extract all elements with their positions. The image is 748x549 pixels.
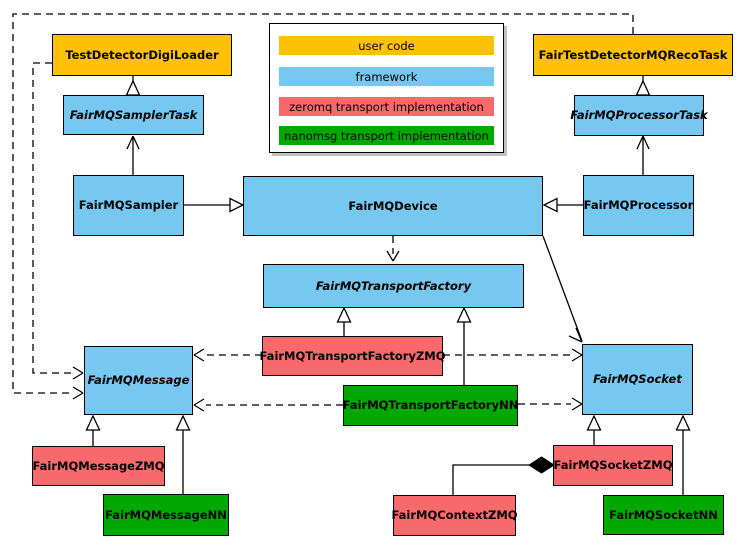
edge-factorynn-message (193, 398, 343, 412)
edge-sampler-samplertask (126, 135, 140, 175)
legend-item-nanomsg: nanomsg transport implementation (279, 126, 494, 145)
node-fairmqdevice: FairMQDevice (243, 176, 543, 236)
node-testdetectordigiloader: TestDetectorDigiLoader (52, 34, 232, 76)
node-fairmqcontextzmq: FairMQContextZMQ (391, 495, 518, 536)
node-fairmqmessagenn: FairMQMessageNN (103, 494, 229, 536)
edge-socketnn-socket (675, 414, 691, 495)
legend: user code framework zeromq transport imp… (269, 23, 504, 153)
node-fairmqmessage: FairMQMessage (84, 346, 193, 415)
edge-sampler-device (184, 197, 245, 213)
edge-contextzmq-socketzmq (452, 456, 555, 495)
node-fairmqsocketzmq: FairMQSocketZMQ (553, 445, 673, 486)
edge-factoryzmq-transportfactory (336, 306, 352, 336)
edge-factorynn-socket (518, 397, 583, 411)
node-fairmqprocessortask: FairMQProcessorTask (570, 95, 708, 136)
edge-messagenn-message (175, 414, 191, 494)
edge-device-transportfactory (386, 236, 400, 262)
node-fairmqtransportfactoryzmq: FairMQTransportFactoryZMQ (260, 336, 446, 376)
node-fairmqtransportfactorynn: FairMQTransportFactoryNN (343, 385, 518, 426)
node-fairmqtransportfactory: FairMQTransportFactory (263, 264, 524, 308)
edge-digiloader-message (32, 62, 84, 380)
edge-processor-device (542, 197, 583, 213)
node-fairmqmessagezmq: FairMQMessageZMQ (32, 446, 165, 486)
edge-factoryzmq-message (193, 348, 262, 362)
edge-samplertask-digiloader (125, 76, 141, 96)
node-fairmqprocessor: FairMQProcessor (583, 175, 694, 236)
edge-factorynn-transportfactory (456, 306, 472, 385)
legend-item-user-code: user code (279, 36, 494, 55)
edge-processor-processortask (636, 135, 650, 175)
node-fairmqsocket: FairMQSocket (582, 344, 693, 415)
node-fairmqsamplertask: FairMQSamplerTask (63, 95, 204, 135)
edge-device-socket (542, 235, 583, 343)
node-fairmqsampler: FairMQSampler (73, 175, 184, 236)
legend-item-framework: framework (279, 67, 494, 86)
edge-messagezmq-message (85, 414, 101, 446)
edge-factoryzmq-socket (443, 348, 583, 362)
legend-item-zeromq: zeromq transport implementation (279, 97, 494, 116)
node-fairmqsocketnn: FairMQSocketNN (603, 495, 724, 535)
node-fairtestdetectormqrecotask: FairTestDetectorMQRecoTask (533, 34, 733, 76)
edge-recotask-message (12, 13, 634, 400)
edge-socketzmq-socket (586, 414, 602, 445)
edge-processortask-recotask (635, 76, 651, 96)
